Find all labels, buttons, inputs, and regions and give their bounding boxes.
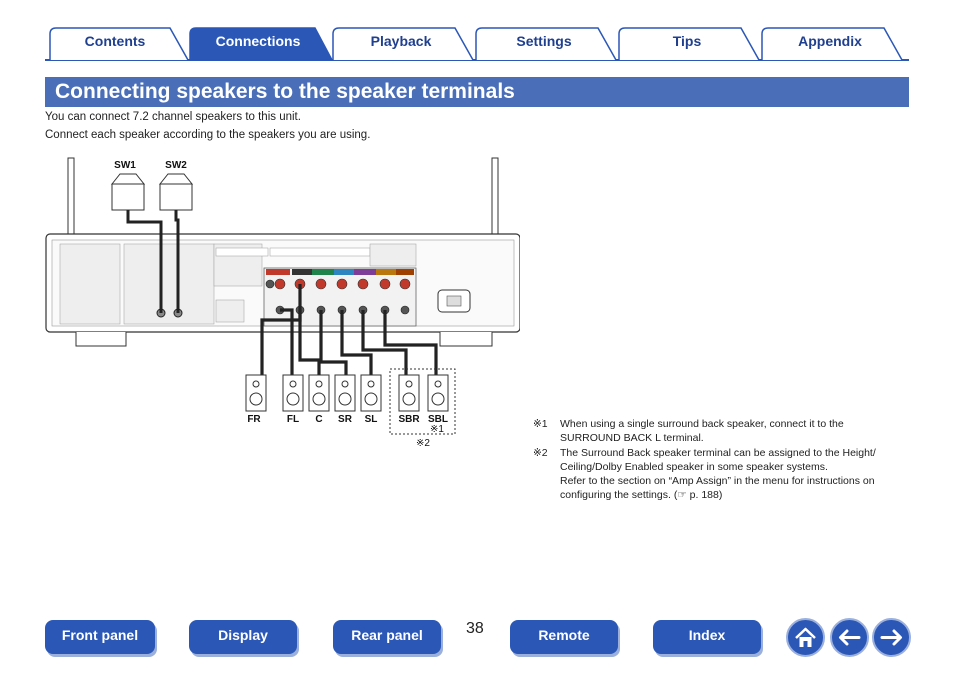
forward-button[interactable] <box>872 618 911 657</box>
speaker-connection-diagram: SW1 SW2 FR FL C SR SL SBR SBL ※1 ※2 <box>40 150 521 455</box>
tab-connections[interactable]: Connections <box>215 33 301 49</box>
index-button[interactable]: Index <box>653 620 761 654</box>
speaker-label-sbr: SBR <box>398 414 420 425</box>
tab-tips[interactable]: Tips <box>672 33 702 49</box>
page-title-bar: Connecting speakers to the speaker termi… <box>45 77 909 107</box>
home-icon <box>795 627 816 647</box>
speaker-label-fl: FL <box>286 414 300 425</box>
note-mark-1-label: ※1 <box>430 424 444 435</box>
footnote-2-reference: Refer to the section on “Amp Assign” in … <box>560 475 875 501</box>
tab-playback[interactable]: Playback <box>370 33 432 49</box>
footnote-2-text: The Surround Back speaker terminal can b… <box>560 447 876 473</box>
tab-contents[interactable]: Contents <box>84 33 146 49</box>
subwoofer-label-sw2: SW2 <box>165 160 187 171</box>
arrow-left-icon <box>839 629 861 646</box>
tab-appendix[interactable]: Appendix <box>798 33 862 49</box>
page-title: Connecting speakers to the speaker termi… <box>55 80 515 103</box>
remote-button[interactable]: Remote <box>510 620 618 654</box>
tab-outlines <box>45 27 909 61</box>
home-button[interactable] <box>786 618 825 657</box>
intro-line-2: Connect each speaker according to the sp… <box>45 129 371 141</box>
footnote-1-mark: ※1 <box>533 418 548 430</box>
display-button[interactable]: Display <box>189 620 297 654</box>
speaker-label-sl: SL <box>364 414 378 425</box>
speaker-label-sr: SR <box>338 414 352 425</box>
back-button[interactable] <box>830 618 869 657</box>
footnote-2-mark: ※2 <box>533 447 548 459</box>
intro-line-1: You can connect 7.2 channel speakers to … <box>45 111 301 123</box>
footnote-1-text: When using a single surround back speake… <box>560 418 844 444</box>
receiver-rear-panel-illustration <box>45 157 521 435</box>
rear-panel-button[interactable]: Rear panel <box>333 620 441 654</box>
footnote-2: ※2 The Surround Back speaker terminal ca… <box>533 446 913 506</box>
tab-bar: Contents Connections Playback Settings T… <box>0 0 954 62</box>
arrow-right-icon <box>880 629 902 646</box>
note-mark-2-label: ※2 <box>416 438 430 449</box>
page-number: 38 <box>466 620 484 637</box>
front-panel-button[interactable]: Front panel <box>45 620 155 654</box>
footnote-1: ※1 When using a single surround back spe… <box>533 417 913 447</box>
speaker-label-fr: FR <box>247 414 261 425</box>
subwoofer-label-sw1: SW1 <box>114 160 136 171</box>
speaker-label-c: C <box>315 414 323 425</box>
tab-settings[interactable]: Settings <box>516 33 572 49</box>
speaker-label-sbl: SBL <box>428 414 448 425</box>
